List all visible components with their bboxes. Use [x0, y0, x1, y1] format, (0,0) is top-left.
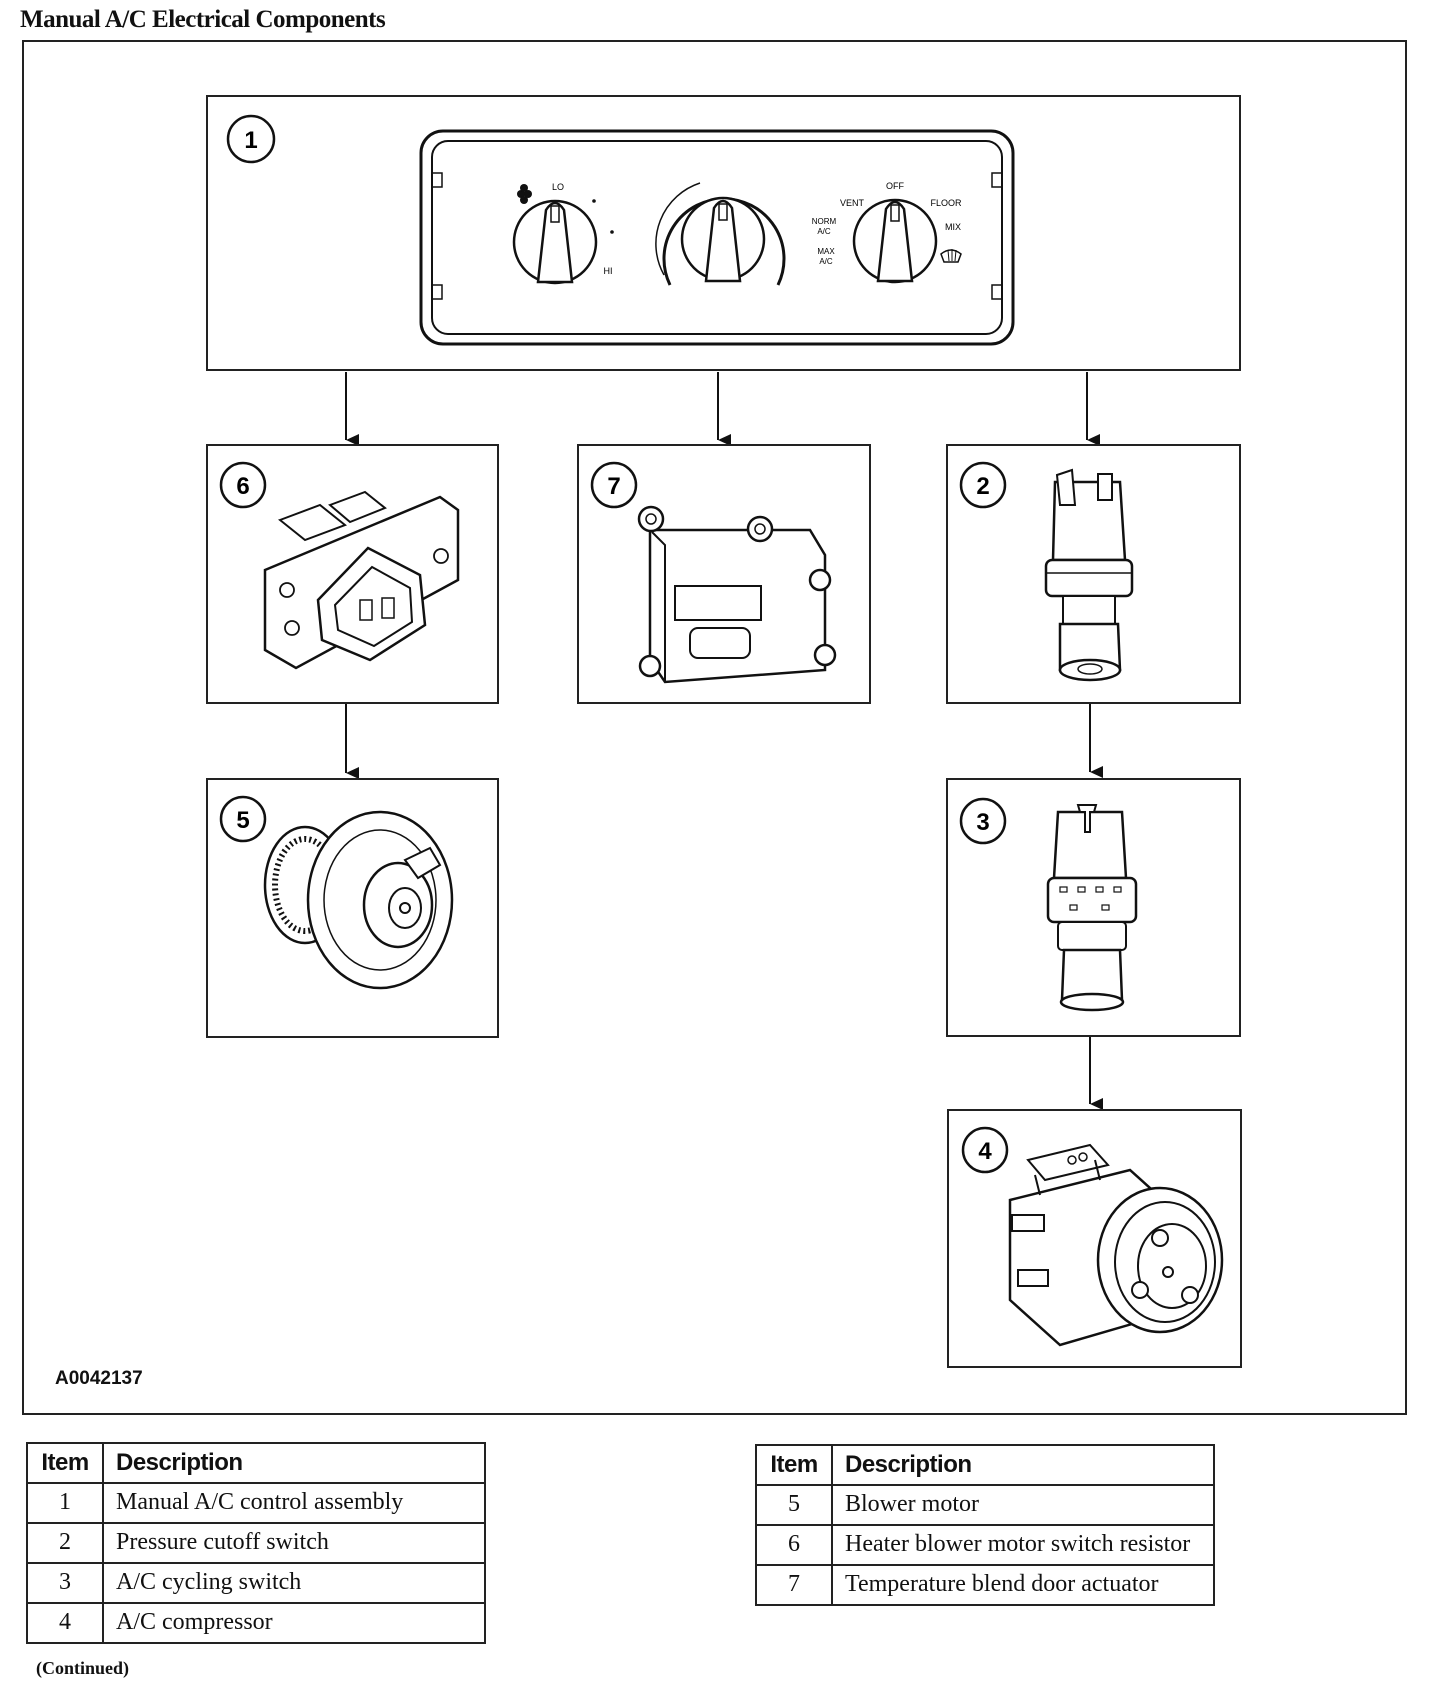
- component-box-3: 3: [946, 778, 1241, 1037]
- table-row: 2 Pressure cutoff switch: [26, 1522, 486, 1564]
- row-description: Manual A/C control assembly: [102, 1482, 486, 1524]
- component-box-6: 6: [206, 444, 499, 704]
- row-description: Heater blower motor switch resistor: [831, 1524, 1215, 1566]
- blower-speed-knob: LO HI: [512, 182, 614, 285]
- figure-id: A0042137: [55, 1368, 143, 1389]
- callout-7-label: 7: [607, 473, 620, 500]
- component-box-7: 7: [577, 444, 871, 704]
- callout-3: 3: [959, 797, 1007, 845]
- switch-3-illustration: [1046, 804, 1138, 1012]
- label-floor: FLOOR: [930, 198, 962, 208]
- label-max: MAX: [817, 247, 835, 256]
- table-row: 4 A/C compressor: [26, 1602, 486, 1644]
- fan-icon: [517, 184, 532, 204]
- header-item: Item: [755, 1444, 833, 1486]
- header-item: Item: [26, 1442, 104, 1484]
- blower-motor-illustration: [263, 810, 454, 990]
- header-description: Description: [831, 1444, 1215, 1486]
- row-description: A/C compressor: [102, 1602, 486, 1644]
- legend-header-row: Item Description: [755, 1444, 1215, 1486]
- legend-header-row: Item Description: [26, 1442, 486, 1484]
- component-box-1: 1 LO HI: [206, 95, 1241, 371]
- continued-note: (Continued): [36, 1658, 130, 1678]
- callout-2-label: 2: [976, 473, 989, 500]
- page-title: Manual A/C Electrical Components: [20, 6, 386, 33]
- label-mix: MIX: [945, 222, 961, 232]
- row-item: 6: [755, 1524, 833, 1566]
- row-description: Pressure cutoff switch: [102, 1522, 486, 1564]
- table-row: 7 Temperature blend door actuator: [755, 1564, 1215, 1606]
- callout-1: 1: [226, 114, 276, 164]
- component-box-4: 4: [947, 1109, 1242, 1368]
- callout-6-label: 6: [236, 473, 249, 500]
- callout-5-label: 5: [236, 807, 249, 834]
- mode-knob: OFF VENT FLOOR MIX NORM A/C MAX A/C: [812, 181, 962, 284]
- label-max-ac: A/C: [819, 257, 833, 266]
- callout-6: 6: [219, 461, 267, 509]
- label-vent: VENT: [840, 198, 865, 208]
- defrost-icon: [940, 249, 962, 263]
- table-row: 3 A/C cycling switch: [26, 1562, 486, 1604]
- diagram-frame: [22, 40, 1407, 1415]
- row-item: 7: [755, 1564, 833, 1606]
- control-panel-illustration: LO HI: [419, 129, 1015, 346]
- label-norm: NORM: [812, 217, 837, 226]
- switch-2-illustration: [1044, 468, 1134, 682]
- callout-2: 2: [959, 461, 1007, 509]
- row-item: 5: [755, 1484, 833, 1526]
- label-norm-ac: A/C: [817, 227, 831, 236]
- row-item: 2: [26, 1522, 104, 1564]
- callout-4-label: 4: [978, 1138, 992, 1165]
- row-description: A/C cycling switch: [102, 1562, 486, 1604]
- callout-5: 5: [219, 795, 267, 843]
- header-description: Description: [102, 1442, 486, 1484]
- callout-1-label: 1: [244, 127, 257, 154]
- table-row: 1 Manual A/C control assembly: [26, 1482, 486, 1524]
- callout-7: 7: [590, 461, 638, 509]
- table-row: 5 Blower motor: [755, 1484, 1215, 1526]
- temperature-knob: [655, 182, 786, 286]
- row-item: 1: [26, 1482, 104, 1524]
- callout-4: 4: [961, 1126, 1009, 1174]
- table-row: 6 Heater blower motor switch resistor: [755, 1524, 1215, 1566]
- legend-table-left: Item Description 1 Manual A/C control as…: [26, 1442, 486, 1644]
- compressor-illustration: [1008, 1143, 1224, 1347]
- actuator-illustration: [637, 505, 837, 684]
- component-box-5: 5: [206, 778, 499, 1038]
- row-description: Temperature blend door actuator: [831, 1564, 1215, 1606]
- label-off: OFF: [886, 181, 904, 191]
- component-box-2: 2: [946, 444, 1241, 704]
- callout-3-label: 3: [976, 809, 989, 836]
- row-description: Blower motor: [831, 1484, 1215, 1526]
- flow-arrows: [345, 372, 1103, 1110]
- resistor-illustration: [263, 490, 460, 670]
- label-lo: LO: [552, 182, 564, 192]
- legend-table-right: Item Description 5 Blower motor 6 Heater…: [755, 1444, 1215, 1606]
- label-hi: HI: [604, 266, 613, 276]
- row-item: 4: [26, 1602, 104, 1644]
- row-item: 3: [26, 1562, 104, 1604]
